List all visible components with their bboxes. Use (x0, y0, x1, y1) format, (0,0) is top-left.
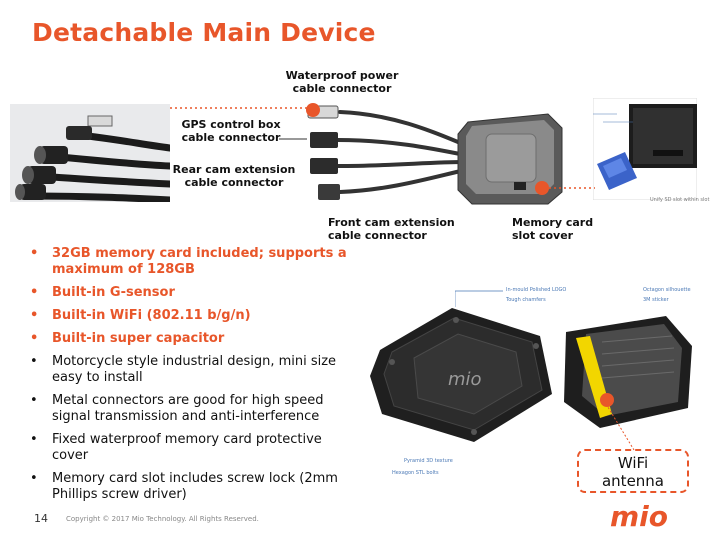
memory-card-photo (593, 98, 697, 200)
memory-card-caption: Unify SD slot within slot (650, 197, 710, 203)
copyright-text: Copyright © 2017 Mio Technology. All Rig… (66, 515, 259, 523)
feature-item: •Fixed waterproof memory card protective… (30, 432, 322, 463)
label-gps-connector: GPS control box cable connector (181, 118, 281, 144)
mio-logo: mio (610, 500, 668, 532)
feature-item: •Motorcycle style industrial design, min… (30, 354, 337, 385)
callout-logo: In-mould Polished LOGO (506, 287, 567, 293)
wifi-callout-line (605, 404, 635, 451)
callout-lines-front (455, 290, 503, 307)
feature-item: •Built-in WiFi (802.11 b/g/n) (30, 308, 251, 323)
label-rear-cam-connector: Rear cam extension cable connector (172, 163, 296, 189)
label-front-cam-connector: Front cam extension cable connector (328, 216, 455, 242)
feature-item: •Built-in G-sensor (30, 285, 175, 300)
marker-memory-slot (535, 181, 549, 195)
dotted-memory-line (549, 187, 595, 189)
leader-line-gps (279, 138, 307, 140)
label-memory-slot: Memory card slot cover (512, 216, 594, 242)
dotted-connector-line (170, 107, 310, 109)
feature-list: •32GB memory card included; supports a m… (30, 246, 360, 510)
device-front-render: mio (370, 308, 552, 442)
main-device-diagram (307, 105, 563, 205)
feature-item: •Metal connectors are good for high spee… (30, 393, 324, 424)
marker-power-connector (306, 103, 320, 117)
feature-item: •Memory card slot includes screw lock (2… (30, 471, 338, 502)
page-number: 14 (34, 512, 48, 525)
callout-sticker: 3M sticker (643, 297, 669, 303)
callout-silhouette: Octagon silhouette (643, 287, 691, 293)
feature-item: •32GB memory card included; supports a m… (30, 246, 347, 277)
callout-bolts: Hexagon STL bolts (392, 470, 439, 476)
cable-connectors-photo (10, 104, 170, 202)
svg-text:mio: mio (610, 500, 668, 532)
callout-chamfers: Tough chamfers (506, 297, 546, 303)
feature-item: •Built-in super capacitor (30, 331, 225, 346)
callout-texture: Pyramid 3D texture (404, 458, 453, 464)
page-title: Detachable Main Device (32, 18, 376, 47)
svg-text:mio: mio (448, 369, 482, 390)
wifi-antenna-label: WiFi antenna (577, 449, 689, 493)
label-power-connector: Waterproof power cable connector (285, 69, 399, 95)
device-back-render (564, 316, 692, 428)
